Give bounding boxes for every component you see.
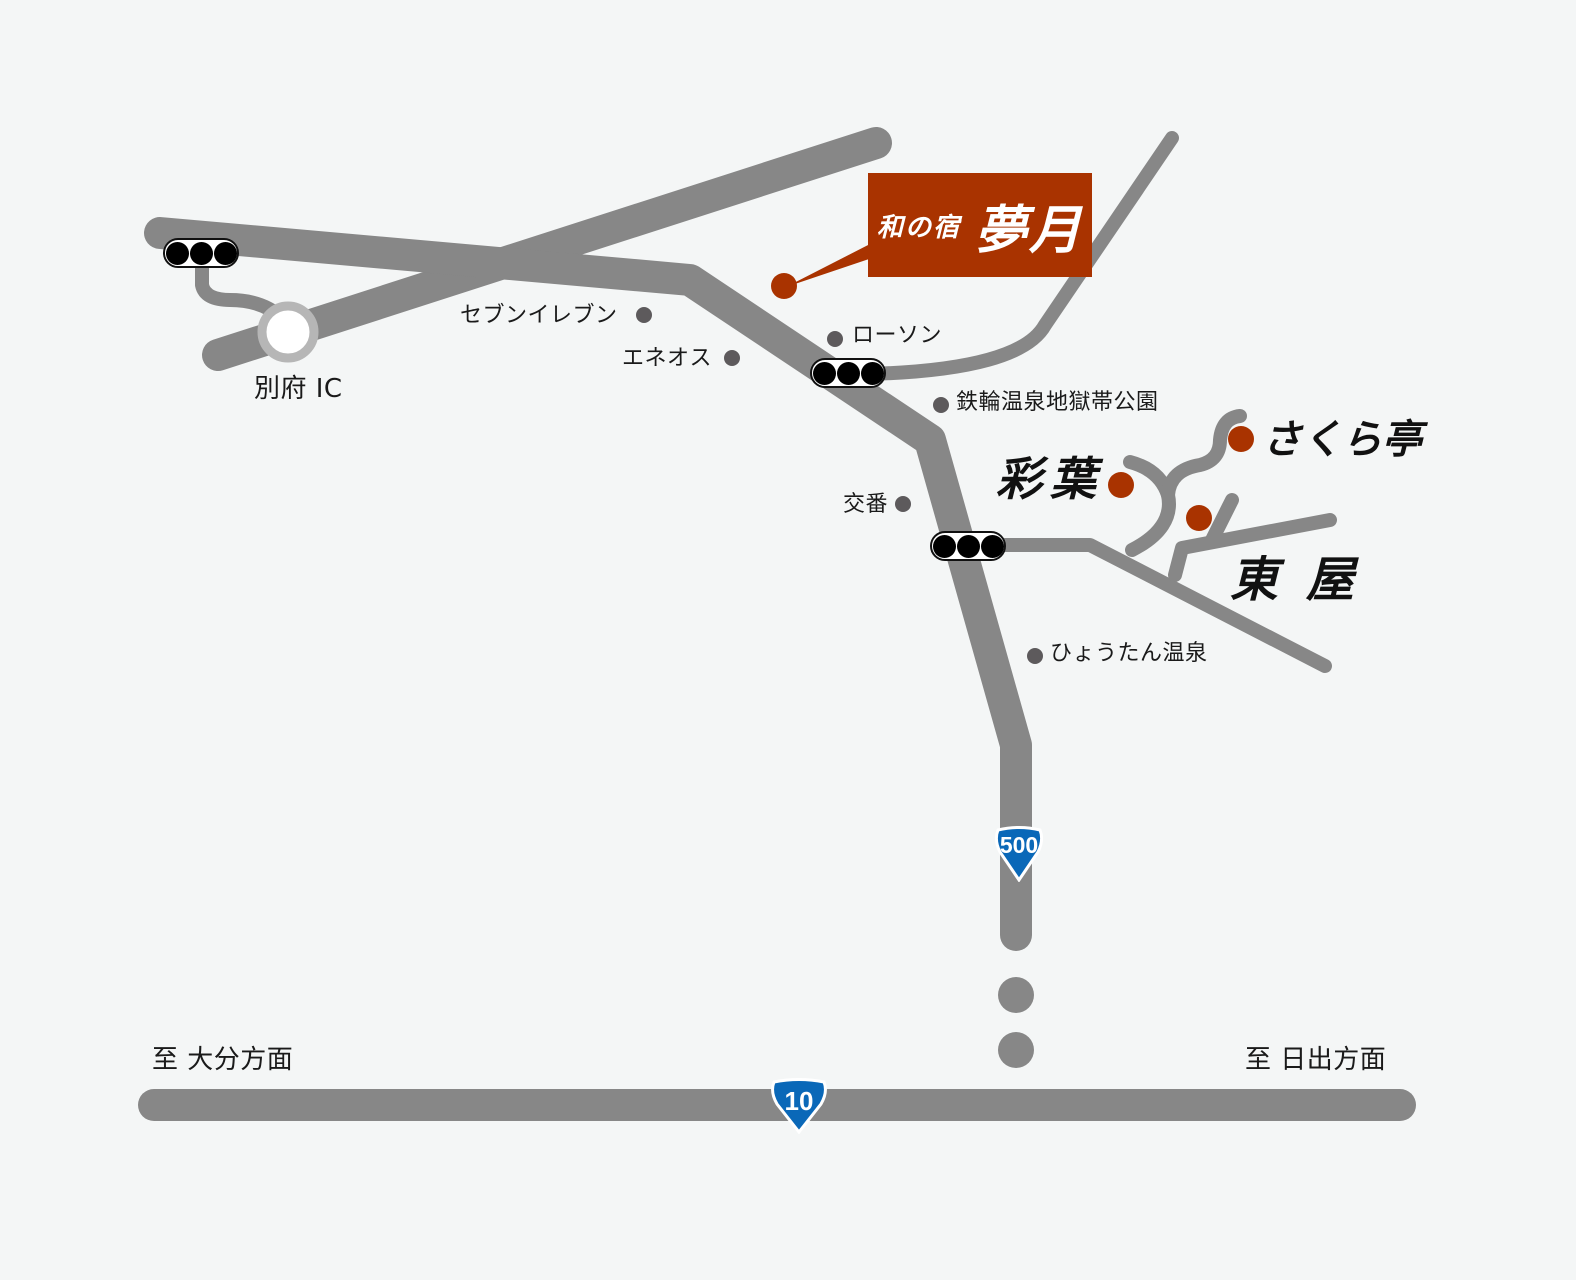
kannawa-park-label: 鉄輪温泉地獄帯公園 xyxy=(956,390,1159,415)
destination-marker[interactable] xyxy=(771,273,797,299)
callout-pointer xyxy=(786,243,872,287)
destination-prefix: 和の宿 xyxy=(876,212,961,243)
beppu-ic-label: 別府 IC xyxy=(254,374,343,404)
azumaya-marker[interactable] xyxy=(1186,505,1212,531)
eneos-label: エネオス xyxy=(622,346,713,371)
koban-label: 交番 xyxy=(843,492,889,517)
direction-oita-label: 至 大分方面 xyxy=(152,1045,294,1075)
irodori-branch-road xyxy=(1123,455,1176,557)
route-10-number: 10 xyxy=(784,1086,814,1116)
route-shield-icon xyxy=(994,826,1044,883)
lawson-marker xyxy=(827,331,843,347)
sakuratei-label: さくら亭 xyxy=(1262,416,1422,463)
sakuratei-marker[interactable] xyxy=(1228,426,1254,452)
traffic-signal-icon xyxy=(810,358,886,388)
koban-marker xyxy=(895,496,911,512)
azumaya-branch-road xyxy=(1168,513,1337,582)
destination-name: 夢月 xyxy=(975,199,1084,261)
direction-hiji-label: 至 日出方面 xyxy=(1245,1045,1387,1075)
azumaya-label: 東屋 xyxy=(1230,552,1383,608)
kannawa-park-marker xyxy=(933,397,949,413)
lawson-label: ローソン xyxy=(852,323,943,348)
seven-eleven-label: セブンイレブン xyxy=(460,303,618,328)
route-500-number: 500 xyxy=(999,832,1039,858)
traffic-signal-icon xyxy=(163,238,239,268)
ic-ramp-road xyxy=(195,255,289,325)
irodori-marker[interactable] xyxy=(1108,472,1134,498)
expressway-road xyxy=(202,127,892,371)
northeast-road xyxy=(861,131,1179,381)
destination-label-box[interactable]: 和の宿 夢月 xyxy=(868,173,1092,277)
hyotan-onsen-marker xyxy=(1027,648,1043,664)
east-road xyxy=(963,538,1332,673)
route-shield-icon xyxy=(771,1078,827,1135)
seven-eleven-marker xyxy=(636,307,652,323)
sakuratei-branch-road xyxy=(1161,409,1247,502)
main-road xyxy=(144,217,1032,951)
road-continuation-dot xyxy=(998,977,1034,1013)
route-500-shield: 500 xyxy=(994,826,1044,883)
azumaya-spur-road xyxy=(1205,493,1239,547)
traffic-signal-icon xyxy=(930,531,1006,561)
irodori-label: 彩葉 xyxy=(996,452,1104,506)
hyotan-onsen-label: ひょうたん温泉 xyxy=(1050,641,1208,666)
eneos-marker xyxy=(724,350,740,366)
interchange-icon xyxy=(257,301,319,363)
route-10-shield: 10 xyxy=(770,1078,828,1135)
road-continuation-dot xyxy=(998,1032,1034,1068)
